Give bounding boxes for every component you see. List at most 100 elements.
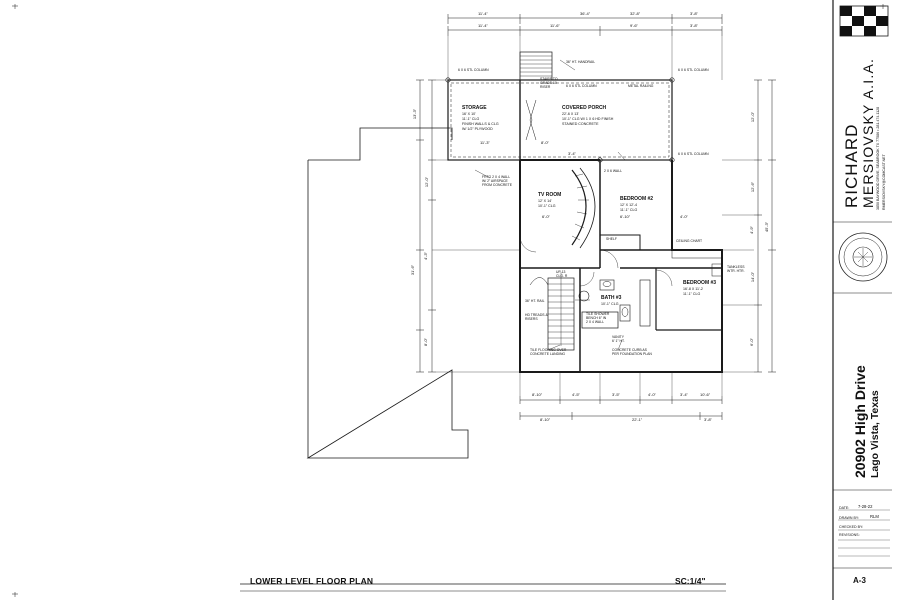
dim-left: 4'-3" bbox=[422, 252, 428, 260]
dim-top: 32'-8" bbox=[630, 11, 641, 16]
note-treads: RISERS bbox=[525, 317, 538, 321]
note-stairs: STAIRS TO bbox=[540, 77, 558, 81]
note-shower: TILE SHOWER bbox=[586, 312, 610, 316]
note-tankless: WTR. HTR. bbox=[727, 269, 745, 273]
dim-inner: 8'-0" bbox=[541, 140, 549, 145]
architect-seal bbox=[838, 232, 888, 282]
dim-bottom2: 8'-10" bbox=[540, 417, 551, 422]
dim-right: 4'-9" bbox=[748, 226, 754, 234]
room-name-covered-porch: COVERED PORCH bbox=[562, 105, 607, 111]
room-sub: FINISH WALLS & CLG bbox=[462, 122, 499, 126]
dim-top2: 3'-8" bbox=[690, 23, 698, 28]
architect-logo bbox=[839, 5, 889, 37]
dim-bottom: 4'-0" bbox=[648, 392, 656, 397]
architect-email: RMERSIOVSKY@COMCAST.NET bbox=[882, 154, 886, 210]
room-sub: 16'-8 X 11'-2 bbox=[683, 287, 703, 291]
note-column: 6 X 6 STL COLUMN bbox=[458, 68, 489, 72]
note-shelf: SHELF bbox=[606, 237, 617, 241]
dim-left: 12'-0" bbox=[424, 176, 430, 188]
note-stairs: RISER bbox=[540, 85, 551, 89]
note-airspace: FROM CONCRETE bbox=[482, 183, 512, 187]
room-sub: 12' X 12'-4 bbox=[620, 203, 637, 207]
note-shower: 2 X 4 WALL bbox=[586, 320, 604, 324]
dim-right: 14'-0" bbox=[750, 271, 756, 283]
dim-top: 3'-8" bbox=[690, 11, 698, 16]
note-wall: 2 X 6 WALL bbox=[604, 169, 622, 173]
note-up: CLG. R bbox=[556, 274, 568, 278]
dim-inner: 6'-10" bbox=[620, 214, 631, 219]
dim-inner: 11'-3" bbox=[480, 140, 490, 145]
dim-left: 8'-0" bbox=[422, 338, 428, 346]
dim-inner: 6'-0" bbox=[542, 214, 550, 219]
note-column: 6 X 6 STL COLUMN bbox=[678, 68, 709, 72]
drawn-by-label: DRAWN BY: bbox=[839, 516, 860, 520]
dim-inner: 4'-0" bbox=[680, 214, 688, 219]
date-label: DATE: bbox=[839, 506, 850, 510]
note-ceiling: CEILING CHART bbox=[676, 239, 703, 243]
dim-top2: 11'-4" bbox=[478, 23, 488, 28]
dim-left: 31'-6" bbox=[410, 264, 416, 276]
room-sub: W/ 1/2" PLYWOOD bbox=[462, 127, 493, 131]
drawing-title: LOWER LEVEL FLOOR PLAN bbox=[250, 576, 374, 586]
note-shower: BENCH 6" IN bbox=[586, 316, 607, 320]
dim-bottom: 4'-5" bbox=[572, 392, 580, 397]
note-concrete-curb: CONCRETE CURB AS bbox=[612, 348, 647, 352]
dim-right: 12'-6" bbox=[750, 181, 756, 193]
note-concrete-curb: PER FOUNDATION PLAN bbox=[612, 352, 652, 356]
dim-inner: 3'-4" bbox=[568, 151, 576, 156]
note-rail: 36" HT. RAIL bbox=[525, 299, 545, 303]
project-address: 20902 High Drive bbox=[852, 365, 868, 478]
drawing-scale: SC:1/4" bbox=[675, 576, 706, 586]
note-column: 6 X 6 STL COLUMN bbox=[566, 84, 597, 88]
note-tankless: TANKLESS bbox=[727, 265, 745, 269]
note-treads: HD TREADS & bbox=[525, 313, 548, 317]
dim-bottom: 3'-4" bbox=[680, 392, 688, 397]
room-sub: 11'-1" CLG bbox=[620, 208, 638, 212]
dim-top: 11'-4" bbox=[478, 11, 488, 16]
note-up: UP 13 bbox=[556, 270, 566, 274]
dim-right: 6'-0" bbox=[748, 338, 754, 346]
room-sub: 22'-6 X 13' bbox=[562, 112, 579, 116]
room-sub: 10'-1" CLG bbox=[601, 302, 619, 306]
dim-top: 36'-4" bbox=[580, 11, 591, 16]
note-airspace: W/ 2" AIRSPACE bbox=[482, 179, 508, 183]
note-tile-flooring: TILE FLOORING OVER bbox=[530, 348, 567, 352]
dim-bottom: 8'-10" bbox=[532, 392, 543, 397]
revisions-label: REVISIONS: bbox=[839, 533, 860, 537]
dim-left: 13'-3" bbox=[412, 108, 418, 120]
drawn-by-value: RLM bbox=[870, 514, 879, 519]
dim-top2: 11'-6" bbox=[550, 23, 560, 28]
room-sub: STAINED CONCRETE bbox=[562, 122, 599, 126]
dim-bottom2: 3'-8" bbox=[704, 417, 712, 422]
room-name-bedroom-3: BEDROOM #3 bbox=[683, 280, 717, 286]
room-sub: 11'-1" CLG bbox=[462, 117, 480, 121]
note-vanity: 6' 1" HT. bbox=[612, 339, 625, 343]
room-sub: 10'-1" CLG W/ 1 X 6 HD FINISH bbox=[562, 117, 614, 121]
room-sub: 10'-1" CLG bbox=[538, 204, 556, 208]
room-sub: 12' X 14' bbox=[538, 199, 552, 203]
dim-right: 12'-0" bbox=[750, 111, 756, 123]
note-vanity: VANITY bbox=[612, 335, 624, 339]
dim-bottom2: 22'-1" bbox=[632, 417, 643, 422]
room-name-bedroom-2: BEDROOM #2 bbox=[620, 196, 654, 202]
date-value: 7-28-22 bbox=[858, 504, 873, 509]
checked-by-label: CHECKED BY: bbox=[839, 525, 864, 529]
dim-right: 45'-3" bbox=[764, 221, 770, 233]
note-tile-flooring: CONCRETE LANDING bbox=[530, 352, 566, 356]
architect-firm: MERSIOVSKY A.I.A. bbox=[860, 57, 876, 208]
note-stairs: GRADE 10 bbox=[540, 81, 557, 85]
note-airspace: FRTG 2 X 4 WALL bbox=[482, 175, 511, 179]
room-sub: 16' X 10' bbox=[462, 112, 476, 116]
note-column: 6 X 6 STL COLUMN bbox=[678, 152, 709, 156]
room-name-storage: STORAGE bbox=[462, 105, 487, 111]
note-railing: METAL RAILING bbox=[628, 84, 654, 88]
dim-top2: 9'-6" bbox=[630, 23, 638, 28]
room-name-tv-room: TV ROOM bbox=[538, 192, 562, 198]
architect-name: RICHARD bbox=[842, 123, 861, 208]
room-sub: 11'-1" CLG bbox=[683, 292, 701, 296]
project-location: Lago Vista, Texas bbox=[869, 390, 881, 478]
architect-address: 3850 BAYWOOD DRIVE, SEABROOK TX 77586 • … bbox=[876, 106, 880, 210]
note-handrail: 36" HT. HANDRAIL bbox=[566, 60, 596, 64]
